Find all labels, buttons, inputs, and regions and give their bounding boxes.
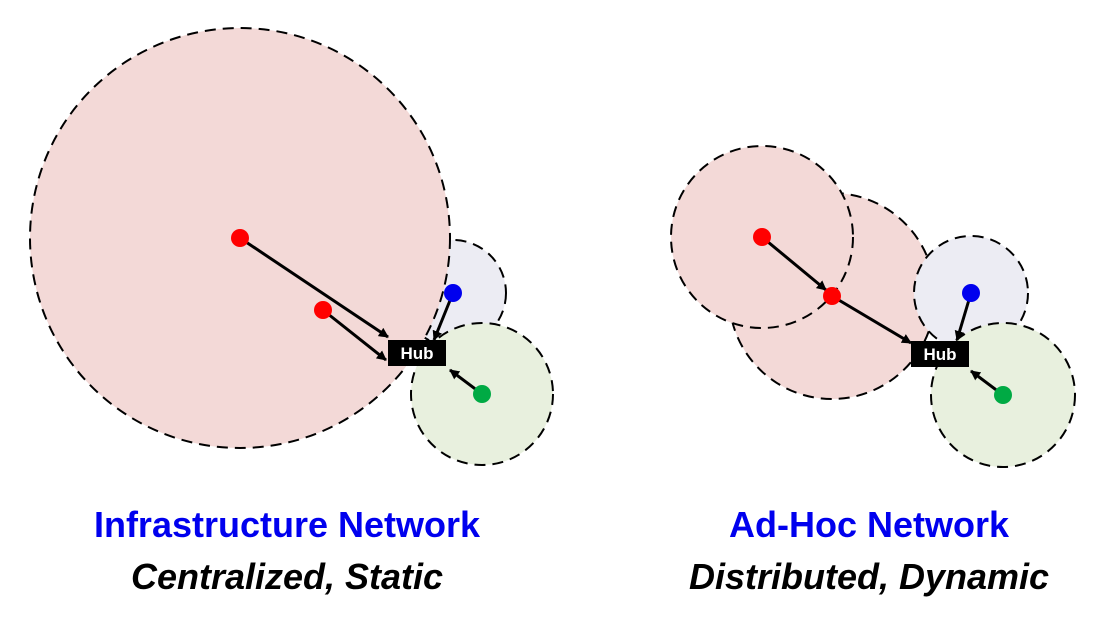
hub-box bbox=[388, 340, 446, 366]
hub: Hub bbox=[388, 340, 446, 366]
green-node bbox=[994, 386, 1012, 404]
red-node bbox=[753, 228, 771, 246]
adhoc-network: Hub bbox=[670, 145, 1076, 468]
infrastructure-network: Hub bbox=[29, 27, 554, 466]
link-red-to-hub bbox=[322, 308, 387, 362]
adhoc-network-title: Ad-Hoc Network bbox=[728, 504, 1010, 545]
link-red-to-hub bbox=[239, 236, 389, 339]
link-red-to-relay bbox=[761, 235, 827, 292]
infrastructure-network-title: Infrastructure Network bbox=[93, 504, 481, 545]
red-node bbox=[314, 301, 332, 319]
adhoc-network-subtitle: Distributed, Dynamic bbox=[688, 556, 1050, 597]
link-relay-to-hub bbox=[831, 294, 912, 345]
hub-label: Hub bbox=[400, 344, 433, 363]
infrastructure-network-subtitle: Centralized, Static bbox=[130, 556, 444, 597]
blue-node bbox=[962, 284, 980, 302]
hub-label: Hub bbox=[923, 345, 956, 364]
hub-box bbox=[911, 341, 969, 367]
red-relay-node bbox=[823, 287, 841, 305]
red-node bbox=[231, 229, 249, 247]
green-node bbox=[473, 385, 491, 403]
hub: Hub bbox=[911, 341, 969, 367]
blue-node bbox=[444, 284, 462, 302]
